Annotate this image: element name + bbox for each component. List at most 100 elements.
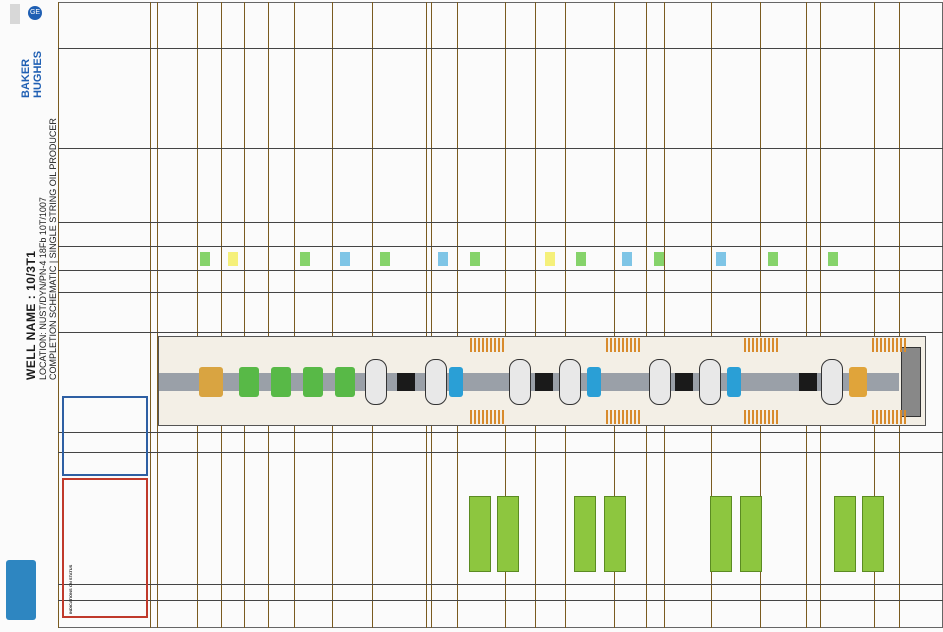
status-notes-box: INDICATIONS ON STATUS bbox=[62, 478, 148, 618]
depth-highlight bbox=[380, 252, 390, 266]
column-rule bbox=[332, 2, 333, 628]
operator-logo bbox=[6, 560, 36, 620]
packer bbox=[509, 359, 531, 405]
depth-highlight bbox=[768, 252, 778, 266]
gas-lift-mandrel bbox=[271, 367, 291, 397]
packer bbox=[699, 359, 721, 405]
column-rule bbox=[646, 2, 647, 628]
packer bbox=[559, 359, 581, 405]
perforation-interval bbox=[744, 410, 778, 424]
row-rule bbox=[58, 600, 943, 601]
reservoir-interval bbox=[740, 496, 762, 572]
depth-highlight bbox=[654, 252, 664, 266]
row-rule bbox=[58, 332, 943, 333]
row-rule bbox=[58, 148, 943, 149]
packer bbox=[821, 359, 843, 405]
depth-highlight bbox=[470, 252, 480, 266]
sliding-sleeve bbox=[397, 373, 415, 391]
gas-lift-mandrel bbox=[239, 367, 259, 397]
gas-lift-mandrel bbox=[303, 367, 323, 397]
depth-highlight bbox=[228, 252, 238, 266]
depth-highlight bbox=[622, 252, 632, 266]
depth-highlight bbox=[300, 252, 310, 266]
ge-logo: GE bbox=[28, 6, 42, 20]
packer bbox=[365, 359, 387, 405]
column-rule bbox=[197, 2, 198, 628]
row-rule bbox=[58, 246, 943, 247]
column-rule bbox=[664, 2, 665, 628]
gas-lift-mandrel bbox=[335, 367, 355, 397]
sliding-sleeve bbox=[675, 373, 693, 391]
column-rule bbox=[505, 2, 506, 628]
row-rule bbox=[58, 452, 943, 453]
wellbore-schematic bbox=[158, 336, 926, 426]
column-rule bbox=[268, 2, 269, 628]
column-rule bbox=[294, 2, 295, 628]
column-rule bbox=[431, 2, 432, 628]
depth-highlight bbox=[576, 252, 586, 266]
status-notes-title: INDICATIONS ON STATUS bbox=[68, 564, 73, 614]
column-rule bbox=[899, 2, 900, 628]
sheet-title-block: WELL NAME : 10/3T1 LOCATION: NUST/DYN/PN… bbox=[24, 118, 58, 380]
column-rule bbox=[806, 2, 807, 628]
column-rule bbox=[565, 2, 566, 628]
perforation-interval bbox=[470, 338, 504, 352]
column-rule bbox=[874, 2, 875, 628]
column-rule bbox=[157, 2, 158, 628]
reservoir-interval bbox=[574, 496, 596, 572]
reservoir-interval bbox=[862, 496, 884, 572]
baker-hughes-logo: BAKER HUGHES bbox=[20, 50, 44, 98]
column-rule bbox=[614, 2, 615, 628]
perforation-interval bbox=[872, 410, 906, 424]
perforation-interval bbox=[744, 338, 778, 352]
well-name: WELL NAME : 10/3T1 bbox=[24, 250, 38, 380]
depth-highlight bbox=[438, 252, 448, 266]
sliding-sleeve bbox=[799, 373, 817, 391]
column-rule bbox=[457, 2, 458, 628]
depth-highlight bbox=[716, 252, 726, 266]
perforation-interval bbox=[872, 338, 906, 352]
column-rule bbox=[711, 2, 712, 628]
row-rule bbox=[58, 584, 943, 585]
row-rule bbox=[58, 292, 943, 293]
perforation-interval bbox=[470, 410, 504, 424]
well-location: LOCATION: NUST/DYN/PN-4 18Fb 10T/1007 bbox=[38, 197, 48, 380]
column-rule bbox=[535, 2, 536, 628]
wireline-entry-guide bbox=[849, 367, 867, 397]
reservoir-interval bbox=[497, 496, 519, 572]
nipple bbox=[449, 367, 463, 397]
packer bbox=[649, 359, 671, 405]
column-rule bbox=[760, 2, 761, 628]
reservoir-interval bbox=[710, 496, 732, 572]
reservoir-interval bbox=[469, 496, 491, 572]
sliding-sleeve bbox=[535, 373, 553, 391]
row-rule bbox=[58, 270, 943, 271]
tubing-hanger bbox=[199, 367, 223, 397]
row-rule bbox=[58, 222, 943, 223]
reservoir-interval bbox=[604, 496, 626, 572]
completion-subtitle: COMPLETION SCHEMATIC | SINGLE STRING OIL… bbox=[48, 118, 58, 380]
column-rule bbox=[426, 2, 427, 628]
column-rule bbox=[58, 2, 59, 628]
column-rule bbox=[221, 2, 222, 628]
depth-highlight bbox=[200, 252, 210, 266]
row-rule bbox=[58, 48, 943, 49]
depth-highlight bbox=[828, 252, 838, 266]
row-rule bbox=[58, 432, 943, 433]
depth-highlight bbox=[340, 252, 350, 266]
perforation-interval bbox=[606, 410, 640, 424]
legend-box bbox=[62, 396, 148, 476]
packer bbox=[425, 359, 447, 405]
depth-highlight bbox=[545, 252, 555, 266]
nipple bbox=[587, 367, 601, 397]
column-rule bbox=[820, 2, 821, 628]
column-rule bbox=[372, 2, 373, 628]
column-rule bbox=[150, 2, 151, 628]
reservoir-interval bbox=[834, 496, 856, 572]
column-rule bbox=[244, 2, 245, 628]
casing-shoe bbox=[901, 347, 921, 417]
nipple bbox=[727, 367, 741, 397]
perforation-interval bbox=[606, 338, 640, 352]
corner-mark bbox=[10, 4, 20, 24]
